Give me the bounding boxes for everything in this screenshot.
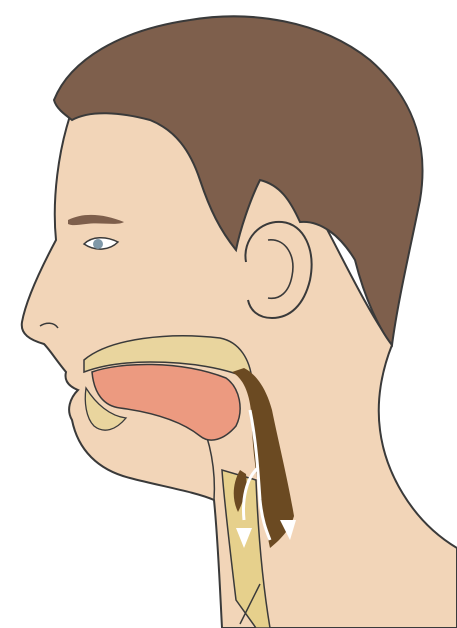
eye-iris	[93, 239, 103, 249]
